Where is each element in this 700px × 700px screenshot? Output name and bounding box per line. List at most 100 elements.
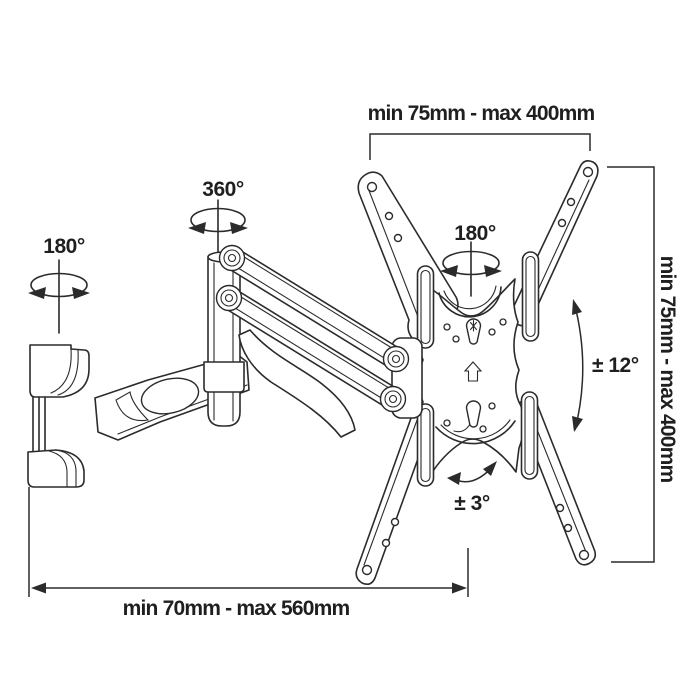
post-clamp-band xyxy=(203,361,245,393)
blade-top-left-edge xyxy=(367,187,421,323)
arm-cover xyxy=(238,329,356,438)
plate-hole xyxy=(499,318,507,326)
vesa-slot-bottom-right xyxy=(520,391,539,480)
plate-hole xyxy=(443,323,451,331)
plate-hole xyxy=(479,425,487,433)
orientation-up-arrow-icon xyxy=(463,361,483,382)
rotation-arrow-left-icon xyxy=(440,265,458,277)
bottom-dimension-label: min 70mm - max 560mm xyxy=(123,597,350,620)
blade-hole xyxy=(384,211,394,221)
rotation-arrow-right-icon xyxy=(484,265,502,277)
blade-bottom-right-edge xyxy=(529,411,587,553)
plate-swivel-label: 180° xyxy=(454,222,496,245)
bolt-core xyxy=(227,253,237,263)
vesa-slot-bottom-left xyxy=(416,403,435,487)
wall-bracket-top-block xyxy=(29,344,90,398)
wall-bracket-bottom-block xyxy=(27,449,85,488)
vesa-slot-bottom-right-inner xyxy=(524,395,535,476)
wall-swivel-annotation: 180° xyxy=(28,235,90,334)
top-dimension-label: min 75mm - max 400mm xyxy=(368,102,595,125)
plate-hole xyxy=(443,419,451,427)
bolt-outer xyxy=(379,385,407,413)
bolt-ring xyxy=(220,289,238,307)
plate-bottom-opening-arc-inner xyxy=(440,419,511,440)
bolt-ring xyxy=(223,249,241,267)
arm-bar-upper-edge-2 xyxy=(229,262,395,365)
tilt-arrow-up-icon xyxy=(572,299,582,315)
tilt-arc xyxy=(573,301,584,431)
top-dimension: min 75mm - max 400mm xyxy=(368,102,595,160)
blade-hole xyxy=(563,523,573,533)
rotation-ellipse-icon xyxy=(30,272,88,298)
bolt-outer xyxy=(215,284,243,312)
top-dimension-bracket xyxy=(369,133,591,160)
blade-bottom-left-tip-hole xyxy=(361,564,373,576)
vesa-slot-top-right xyxy=(521,251,540,342)
blade-bottom-right-tip-hole xyxy=(578,549,590,561)
vesa-slot-top-left-inner xyxy=(420,269,431,345)
rotation-ellipse-icon xyxy=(190,207,246,233)
bolt-ring xyxy=(387,350,405,368)
blade-bottom-left-edge xyxy=(363,411,421,566)
arm-swivel-annotation: 360° xyxy=(188,178,248,253)
vesa-plate xyxy=(355,160,599,585)
plate-top-opening-arc-inner xyxy=(443,285,497,310)
plate-hole xyxy=(488,402,496,410)
screw-cross-icon xyxy=(469,319,478,332)
bolt-ring xyxy=(384,390,402,408)
blade-hole xyxy=(393,233,403,243)
wall-bracket-top-curve-1 xyxy=(50,348,72,394)
pivot-post xyxy=(203,251,245,427)
right-dimension: min 75mm - max 400mm xyxy=(607,166,679,563)
plate-hole xyxy=(488,328,496,336)
rotation-arrow-right-icon xyxy=(230,222,248,234)
pivot-bolt xyxy=(218,244,246,272)
wall-swivel-label: 180° xyxy=(43,235,85,258)
right-dimension-label: min 75mm - max 400mm xyxy=(656,256,679,483)
rotation-arrow-left-icon xyxy=(28,287,46,299)
level-adjust-annotation: ± 3° xyxy=(447,461,497,515)
dimension-arrow-right-icon xyxy=(452,582,467,594)
tilt-label: ± 12° xyxy=(592,354,639,377)
dimension-arrow-left-icon xyxy=(31,582,46,594)
wall-bracket-bottom-curve-1 xyxy=(55,449,77,488)
arm-bar-lower-edge-1 xyxy=(232,291,398,394)
pivot-bolt xyxy=(382,345,410,373)
right-dimension-bracket xyxy=(607,166,655,563)
plate-hole xyxy=(452,335,460,343)
bottom-dimension: min 70mm - max 560mm xyxy=(28,487,469,620)
tilt-annotation: ± 12° xyxy=(572,299,639,432)
gas-spring-arm xyxy=(215,244,423,438)
vesa-slot-top-right-inner xyxy=(525,255,536,338)
arm-swivel-label: 360° xyxy=(202,178,244,201)
bolt-outer xyxy=(218,244,246,272)
arm-bar-lower-edge-2 xyxy=(226,302,392,405)
bolt-outer xyxy=(382,345,410,373)
vesa-slot-top-left xyxy=(416,265,435,349)
pivot-bolt xyxy=(215,284,243,312)
blade-top-right-tip-hole xyxy=(582,166,594,178)
wall-bracket-top-curve-2 xyxy=(57,349,79,396)
bolt-core xyxy=(391,354,401,364)
link-arm-cutout-left xyxy=(115,391,150,422)
plate-top-opening-arc xyxy=(438,286,502,318)
blade-hole xyxy=(557,218,567,228)
blade-hole xyxy=(381,538,391,548)
rotation-arrow-right-icon xyxy=(72,287,90,299)
rotation-ellipse-icon xyxy=(442,250,500,276)
keyhole-slot-bottom xyxy=(465,400,482,428)
blade-top-left-tip-hole xyxy=(366,181,378,193)
blade-hole xyxy=(390,517,400,527)
wall-bracket xyxy=(27,344,90,488)
tilt-arrow-down-icon xyxy=(572,416,583,432)
post-body xyxy=(207,256,241,427)
level-arrow-right-icon xyxy=(483,461,497,476)
plate-bottom-opening-arc xyxy=(435,420,516,445)
keyhole-hook-tail xyxy=(453,423,471,433)
plate-swivel-annotation: 180° xyxy=(440,222,502,297)
arm-bar-upper-edge-1 xyxy=(235,251,401,354)
vesa-slot-bottom-left-inner xyxy=(420,407,431,483)
rotation-arrow-left-icon xyxy=(188,222,206,234)
